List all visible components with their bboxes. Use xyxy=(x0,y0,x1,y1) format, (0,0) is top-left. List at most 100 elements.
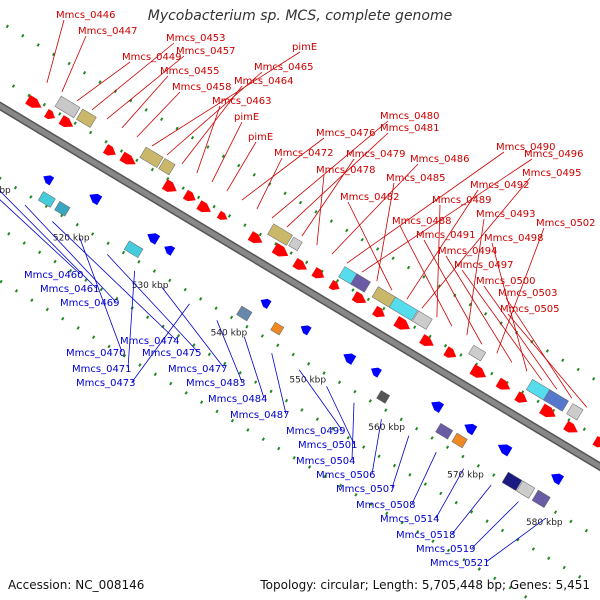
forward-leader-line xyxy=(421,177,531,309)
forward-gene-arrow-6 xyxy=(182,189,196,202)
forward-leader-line xyxy=(136,91,181,138)
forward-gene-label: Mmcs_0476 xyxy=(316,128,376,139)
forward-gene-arrow-23 xyxy=(563,420,578,433)
scale-label: 560 kbp xyxy=(368,423,405,433)
forward-gene-label: Mmcs_0489 xyxy=(432,195,492,206)
reverse-gene-arrow-12 xyxy=(551,473,564,486)
forward-leader-line xyxy=(406,189,479,300)
forward-gene-arrow-24 xyxy=(592,435,600,448)
reverse-gene-label: Mmcs_0471 xyxy=(72,364,132,375)
reverse-gene-label: Mmcs_0506 xyxy=(316,470,376,481)
reverse-leader-line xyxy=(52,221,177,341)
forward-gene-label: Mmcs_0488 xyxy=(392,216,452,227)
forward-leader-line xyxy=(331,163,419,255)
forward-gene-label: Mmcs_0485 xyxy=(386,173,446,184)
forward-gene-label: Mmcs_0498 xyxy=(484,233,544,244)
reverse-leader-line xyxy=(271,353,287,415)
forward-leader-line xyxy=(121,75,169,129)
reverse-gene-arrow-1 xyxy=(43,175,55,186)
forward-gene-label: pimE xyxy=(292,42,317,53)
reverse-gene-label: Mmcs_0475 xyxy=(142,348,202,359)
forward-gene-label: Mmcs_0472 xyxy=(274,148,334,159)
forward-gene-label: pimE xyxy=(248,132,273,143)
reverse-feature-box-1 xyxy=(54,201,71,217)
reverse-gene-label: Mmcs_0501 xyxy=(298,440,358,451)
reverse-gene-arrow-8 xyxy=(370,367,382,378)
reverse-feature-box-9 xyxy=(516,480,536,499)
forward-gene-arrow-3 xyxy=(102,144,116,156)
forward-gene-arrow-17 xyxy=(419,334,434,346)
forward-leader-line xyxy=(256,157,283,210)
forward-feature-box-4 xyxy=(267,223,293,246)
scale-label: 550 kbp xyxy=(289,376,326,386)
reverse-gene-arrow-7 xyxy=(343,353,357,365)
reverse-leader-line xyxy=(391,435,410,489)
forward-leader-line xyxy=(151,51,301,147)
forward-leader-line xyxy=(181,85,243,165)
reverse-leader-line xyxy=(216,320,243,383)
reverse-gene-label: Mmcs_0483 xyxy=(186,378,246,389)
forward-feature-box-7 xyxy=(350,273,371,293)
forward-leader-line xyxy=(196,105,221,174)
forward-gene-arrow-15 xyxy=(372,305,385,318)
reverse-feature-box-4 xyxy=(270,321,285,336)
forward-gene-label: Mmcs_0490 xyxy=(496,142,556,153)
forward-gene-label: Mmcs_0502 xyxy=(536,218,596,229)
forward-gene-arrow-22 xyxy=(539,403,556,418)
reverse-leader-line xyxy=(24,204,117,303)
scale-label: 570 kbp xyxy=(447,470,484,480)
forward-leader-line xyxy=(505,297,573,399)
forward-feature-box-9 xyxy=(388,296,419,321)
forward-feature-box-11 xyxy=(468,344,487,362)
forward-gene-label: Mmcs_0503 xyxy=(498,288,558,299)
forward-gene-arrow-20 xyxy=(495,377,511,390)
forward-gene-arrow-10 xyxy=(271,242,289,257)
topology-text: Topology: circular; Length: 5,705,448 bp… xyxy=(260,578,590,592)
forward-gene-arrow-16 xyxy=(393,316,410,330)
forward-gene-label: Mmcs_0486 xyxy=(410,154,470,165)
reverse-feature-box-7 xyxy=(451,432,468,449)
forward-leader-line xyxy=(241,137,325,201)
reverse-leader-line xyxy=(471,501,519,549)
forward-gene-label: Mmcs_0465 xyxy=(254,62,314,73)
forward-gene-label: Mmcs_0500 xyxy=(476,276,536,287)
forward-gene-label: Mmcs_0492 xyxy=(470,180,530,191)
forward-leader-line xyxy=(301,158,355,237)
reverse-gene-label: Mmcs_0473 xyxy=(76,378,136,389)
scale-label: 520 kbp xyxy=(53,234,90,244)
forward-gene-label: Mmcs_0495 xyxy=(522,168,582,179)
reverse-gene-label: Mmcs_0469 xyxy=(60,298,120,309)
forward-gene-label: Mmcs_0464 xyxy=(234,76,294,87)
reverse-leader-line xyxy=(161,287,225,369)
forward-gene-arrow-21 xyxy=(514,391,528,403)
forward-gene-label: Mmcs_0453 xyxy=(166,33,226,44)
forward-gene-label: Mmcs_0458 xyxy=(172,82,232,93)
reverse-gene-label: Mmcs_0477 xyxy=(168,364,228,375)
reverse-leader-line xyxy=(411,451,437,505)
reverse-gene-label: Mmcs_0499 xyxy=(286,426,346,437)
forward-feature-box-14 xyxy=(566,403,584,421)
forward-leader-line xyxy=(106,55,185,120)
reverse-gene-arrow-10 xyxy=(464,423,478,436)
forward-gene-arrow-2 xyxy=(58,115,74,127)
forward-gene-label: Mmcs_0491 xyxy=(416,230,476,241)
reverse-feature-box-10 xyxy=(531,489,551,508)
reverse-gene-label: Mmcs_0518 xyxy=(396,530,456,541)
forward-gene-arrow-19 xyxy=(469,364,487,378)
reverse-leader-line xyxy=(0,199,81,275)
forward-leader-line xyxy=(286,132,389,228)
forward-gene-arrow-1 xyxy=(44,109,55,120)
reverse-leader-line xyxy=(298,369,343,431)
reverse-gene-arrow-5 xyxy=(260,298,272,309)
reverse-gene-label: Mmcs_0470 xyxy=(66,348,126,359)
reverse-gene-label: Mmcs_0487 xyxy=(230,410,290,421)
forward-gene-label: Mmcs_0496 xyxy=(524,149,584,160)
reverse-gene-arrow-3 xyxy=(147,233,161,245)
forward-feature-box-3 xyxy=(158,158,176,176)
forward-gene-arrow-12 xyxy=(311,267,325,279)
reverse-gene-label: Mmcs_0460 xyxy=(24,270,84,281)
forward-gene-label: Mmcs_0447 xyxy=(78,26,138,37)
forward-gene-label: Mmcs_0482 xyxy=(340,192,400,203)
forward-feature-box-10 xyxy=(412,310,433,330)
